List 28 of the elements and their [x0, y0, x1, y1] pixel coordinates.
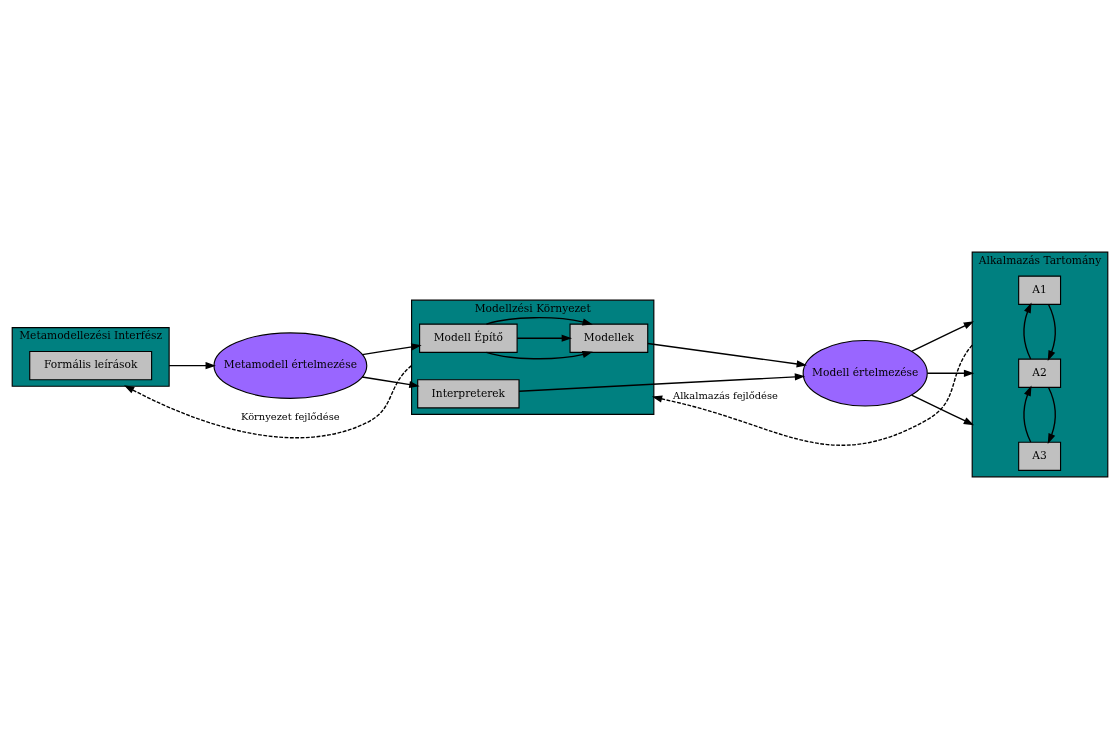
node-box: Formális leírások	[29, 351, 153, 381]
node-box: A1	[1018, 275, 1062, 305]
arrow	[518, 373, 806, 392]
arrow	[361, 376, 420, 389]
arrow	[651, 344, 973, 446]
arrow	[910, 394, 975, 426]
node-ellipse: Modell értelmezése	[802, 339, 928, 407]
arrow	[485, 351, 593, 360]
arrow	[168, 362, 216, 370]
arrow	[516, 334, 573, 342]
arrow	[123, 364, 413, 439]
node-box: Interpreterek	[417, 379, 520, 409]
node-box: A3	[1018, 441, 1062, 471]
arrow	[1047, 303, 1056, 361]
arrow	[485, 317, 593, 326]
arrow	[1047, 386, 1056, 444]
edge-label: Környezet fejlődése	[241, 411, 340, 423]
node-ellipse: Metamodell értelmezése	[213, 332, 368, 399]
arrow	[910, 321, 975, 353]
node-box: Modell Építő	[419, 323, 518, 353]
node-box: Modellek	[569, 323, 649, 353]
arrow	[1023, 302, 1032, 360]
arrow	[361, 343, 422, 356]
node-box: A2	[1018, 358, 1062, 388]
arrow	[926, 369, 975, 377]
arrow	[647, 342, 807, 368]
edge-label: Alkalmazás fejlődése	[673, 389, 778, 401]
arrow	[1023, 385, 1032, 443]
